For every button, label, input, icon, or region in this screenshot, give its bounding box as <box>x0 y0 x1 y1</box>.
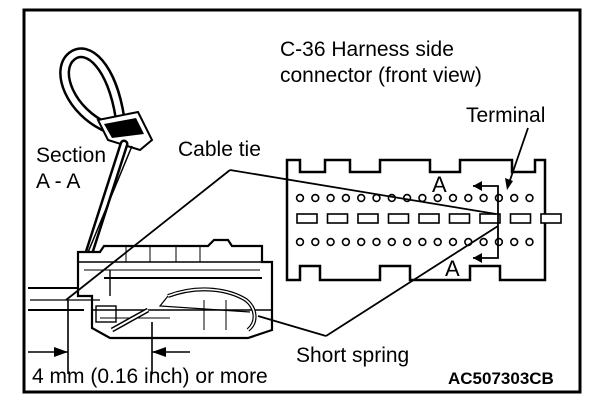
terminal-pin <box>387 237 396 247</box>
terminal-slot <box>387 213 410 224</box>
terminal-pin <box>295 193 305 203</box>
terminal-slot <box>540 213 562 224</box>
terminal-slot <box>296 213 318 224</box>
terminal-slot <box>509 213 532 224</box>
section-arrow-bottom <box>473 253 482 263</box>
terminal-pin <box>448 193 458 203</box>
terminal-pin <box>357 193 366 203</box>
connector-front-view: A A <box>285 127 562 282</box>
section-mark-bottom: A <box>445 256 460 281</box>
terminal-pin <box>341 237 351 247</box>
section-arrow-top <box>473 181 482 191</box>
figure-code: AC507303CB <box>448 369 554 388</box>
terminal-pin <box>479 193 488 203</box>
terminal-label: Terminal <box>466 104 545 127</box>
terminal-row-middle <box>296 213 562 224</box>
connector-title-line2: connector (front view) <box>280 64 482 87</box>
terminal-pin <box>402 237 412 247</box>
section-label-line1: Section <box>36 144 106 167</box>
terminal-pin <box>525 237 534 247</box>
terminal-pin <box>326 237 335 247</box>
terminal-pin <box>295 237 305 247</box>
terminal-pin <box>433 237 442 247</box>
terminal-pin <box>448 237 458 247</box>
terminal-pin <box>372 193 381 203</box>
section-mark-top: A <box>432 172 447 197</box>
connector-title-line1: C-36 Harness side <box>280 38 454 61</box>
terminal-pin <box>372 237 381 247</box>
short-spring-label: Short spring <box>296 344 409 367</box>
terminal-pin <box>510 193 519 203</box>
terminal-pin <box>311 193 320 203</box>
terminal-row-bottom <box>295 237 534 247</box>
terminal-pin <box>326 193 335 203</box>
terminal-pin <box>510 237 519 247</box>
terminal-pointer-head <box>505 178 513 190</box>
terminal-slot <box>418 213 440 224</box>
terminal-pin <box>418 193 427 203</box>
terminal-pin <box>433 193 442 203</box>
leader-lines <box>65 169 499 337</box>
cable-tie-label: Cable tie <box>178 138 261 161</box>
terminal-slot <box>448 213 471 224</box>
cable-tie-illustration <box>59 47 154 263</box>
terminal-slot <box>479 213 501 224</box>
terminal-slot <box>357 213 379 224</box>
terminal-pin <box>357 237 366 247</box>
terminal-pin <box>418 237 427 247</box>
terminal-slot <box>326 213 349 224</box>
dimension-label: 4 mm (0.16 inch) or more <box>32 365 268 388</box>
dimension-marker <box>28 300 190 374</box>
connector-section-view <box>28 238 274 340</box>
terminal-pin <box>479 237 488 247</box>
section-line <box>473 185 499 259</box>
figure-border <box>22 8 582 394</box>
terminal-pin <box>525 193 534 203</box>
section-label-line2: A - A <box>36 170 80 193</box>
terminal-pin <box>341 193 351 203</box>
terminal-pin <box>464 193 473 203</box>
terminal-pin <box>311 237 320 247</box>
